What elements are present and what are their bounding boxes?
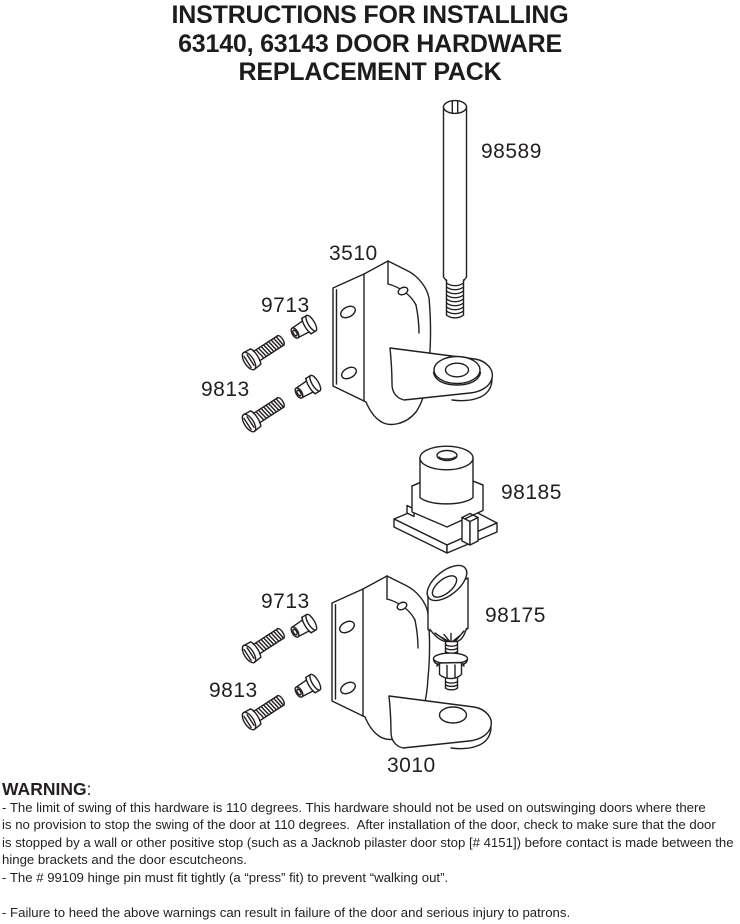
part-label-cam: 98185: [501, 481, 562, 504]
barrel-nut-drawing: [287, 313, 324, 403]
page-title-line: 63140, 63143 DOOR HARDWARE: [178, 29, 562, 58]
part-label-screw: 9813: [209, 679, 258, 702]
pintle-drawing: [426, 564, 469, 691]
screw-drawing: [238, 623, 289, 733]
warning-line: is no provision to stop the swing of the…: [2, 817, 716, 833]
part-label-top-bracket: 3510: [329, 242, 378, 265]
top-hinge-bracket-drawing: [332, 260, 494, 426]
warning-line: is stopped by a wall or other positive s…: [2, 834, 734, 850]
page-title-line: REPLACEMENT PACK: [238, 58, 502, 86]
warning-heading-text: WARNING: [2, 779, 87, 799]
warning-line: - The limit of swing of this hardware is…: [2, 800, 706, 815]
warning-section: WARNING: - The limit of swing of this ha…: [2, 780, 740, 921]
barrel-nut-drawing: [287, 612, 324, 702]
part-label-screw: 9813: [201, 378, 250, 401]
warning-line: hinge brackets and the door escutcheons.: [2, 852, 247, 868]
warning-line: - Failure to heed the above warnings can…: [2, 905, 571, 921]
part-label-hinge-pin: 98589: [481, 140, 542, 163]
page-title-line: INSTRUCTIONS FOR INSTALLING: [171, 1, 569, 29]
part-label-barrel-nut: 9713: [261, 294, 310, 317]
warning-heading-colon: :: [86, 779, 92, 799]
page-title: INSTRUCTIONS FOR INSTALLING 63140, 63143…: [0, 1, 740, 87]
warning-line: - The # 99109 hinge pin must fit tightly…: [2, 869, 449, 885]
warning-heading: WARNING:: [2, 780, 740, 799]
part-label-barrel-nut: 9713: [261, 590, 310, 613]
bottom-hinge-bracket-drawing: [331, 575, 493, 750]
part-label-pintle: 98175: [485, 604, 546, 627]
hinge-pin-drawing: [442, 99, 468, 319]
part-label-bottom-bracket: 3010: [387, 754, 436, 777]
cam-drawing: [393, 445, 498, 554]
